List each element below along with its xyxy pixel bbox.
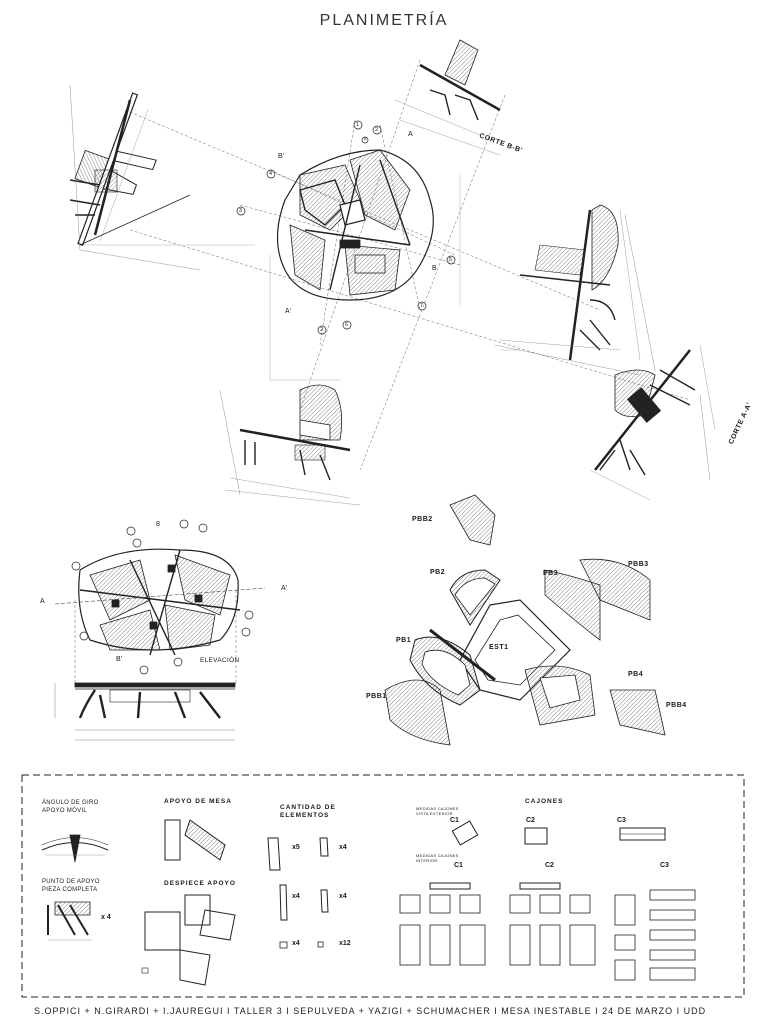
cajon-c3-bottom: C3: [660, 862, 669, 869]
cajones-title: CAJONES: [525, 798, 564, 805]
cajon-c1-bottom: C1: [454, 862, 463, 869]
piece-pb4: PB4: [628, 671, 644, 678]
piece-pbb1: PBB1: [366, 693, 387, 700]
piece-pb1: PB1: [396, 637, 412, 644]
elevation-markers: [71, 519, 254, 675]
plan-view: [69, 39, 716, 506]
qty-6: x12: [339, 940, 351, 947]
section-a-label: A: [40, 598, 45, 605]
cajon-c3-top: C3: [617, 817, 626, 824]
plan-marker-4: 4: [269, 171, 273, 177]
corte-aa-drawing: [589, 344, 716, 501]
page-title: PLANIMETRÍA: [319, 12, 449, 29]
medidas-1: MEDIDAS CAJONES: [416, 806, 459, 811]
medidas-4: INTERIOR: [416, 858, 438, 863]
plan-marker-b-prime: B': [278, 153, 285, 160]
piece-est1: EST1: [489, 644, 509, 651]
despiece-title: DESPIECE APOYO: [164, 880, 236, 887]
angulo-line2: APOYO MÓVIL: [42, 808, 87, 814]
legend-drawings: [41, 819, 696, 986]
piece-pbb3: PBB3: [628, 561, 649, 568]
plan-marker-2: 2: [375, 127, 379, 133]
plan-marker-a: A: [408, 131, 413, 138]
plan-marker-2b: 2: [320, 327, 324, 333]
cajon-c2-bottom: C2: [545, 862, 554, 869]
elevation-marker-8: 8: [156, 521, 161, 528]
elevation-marker-b: B': [116, 656, 123, 663]
corte-bb-drawing: [394, 39, 501, 156]
section-a-prime-label: A': [281, 585, 288, 592]
footer-credits: S.OPPICI + N.GIRARDI + I.JAUREGUI I TALL…: [34, 1006, 707, 1016]
bottom-section-drawing: [224, 384, 361, 506]
punto-qty: x 4: [101, 914, 111, 921]
qty-5: x4: [292, 940, 300, 947]
qty-2: x4: [339, 844, 347, 851]
boundary-lines: [80, 175, 520, 381]
apoyo-title: APOYO DE MESA: [164, 798, 232, 805]
elevation-label: ELEVACIÓN: [200, 657, 240, 664]
qty-4: x4: [339, 893, 347, 900]
medidas-3: MEDIDAS CAJONES: [416, 853, 459, 858]
plan-markers: [236, 120, 456, 335]
angulo-line1: ÁNGULO DE GIRO: [42, 800, 99, 806]
legend-frame: [21, 774, 745, 998]
qty-1: x5: [292, 844, 300, 851]
right-section-drawing: [499, 204, 641, 361]
plan-marker-a-prime: A': [285, 308, 292, 315]
plan-marker-5: 5: [449, 257, 453, 263]
piece-pb3: PB3: [543, 570, 559, 577]
plan-marker-6: 6: [345, 322, 349, 328]
plan-marker-1: 1: [356, 122, 360, 128]
dimension-lines: [69, 84, 711, 496]
qty-3: x4: [292, 893, 300, 900]
cantidad-line1: CANTIDAD DE: [280, 804, 336, 811]
elevation-view: [54, 519, 266, 741]
plan-marker-8: 8: [364, 136, 367, 141]
punto-line2: PIEZA COMPLETA: [42, 887, 98, 893]
plan-marker-3: 3: [239, 208, 243, 214]
plan-marker-b: B: [432, 265, 437, 272]
punto-line1: PUNTO DE APOYO: [42, 879, 100, 885]
piece-pb2: PB2: [430, 569, 446, 576]
medidas-2: VISTA EXTERIOR: [416, 811, 453, 816]
piece-pbb4: PBB4: [666, 702, 687, 709]
cajon-c2-top: C2: [526, 817, 535, 824]
central-table-plan: [276, 149, 434, 301]
pieces-view: [384, 494, 666, 746]
cajon-c1-top: C1: [450, 817, 459, 824]
piece-pbb2: PBB2: [412, 516, 433, 523]
cantidad-line2: ELEMENTOS: [280, 812, 330, 819]
plan-marker-7: 7: [420, 303, 424, 309]
